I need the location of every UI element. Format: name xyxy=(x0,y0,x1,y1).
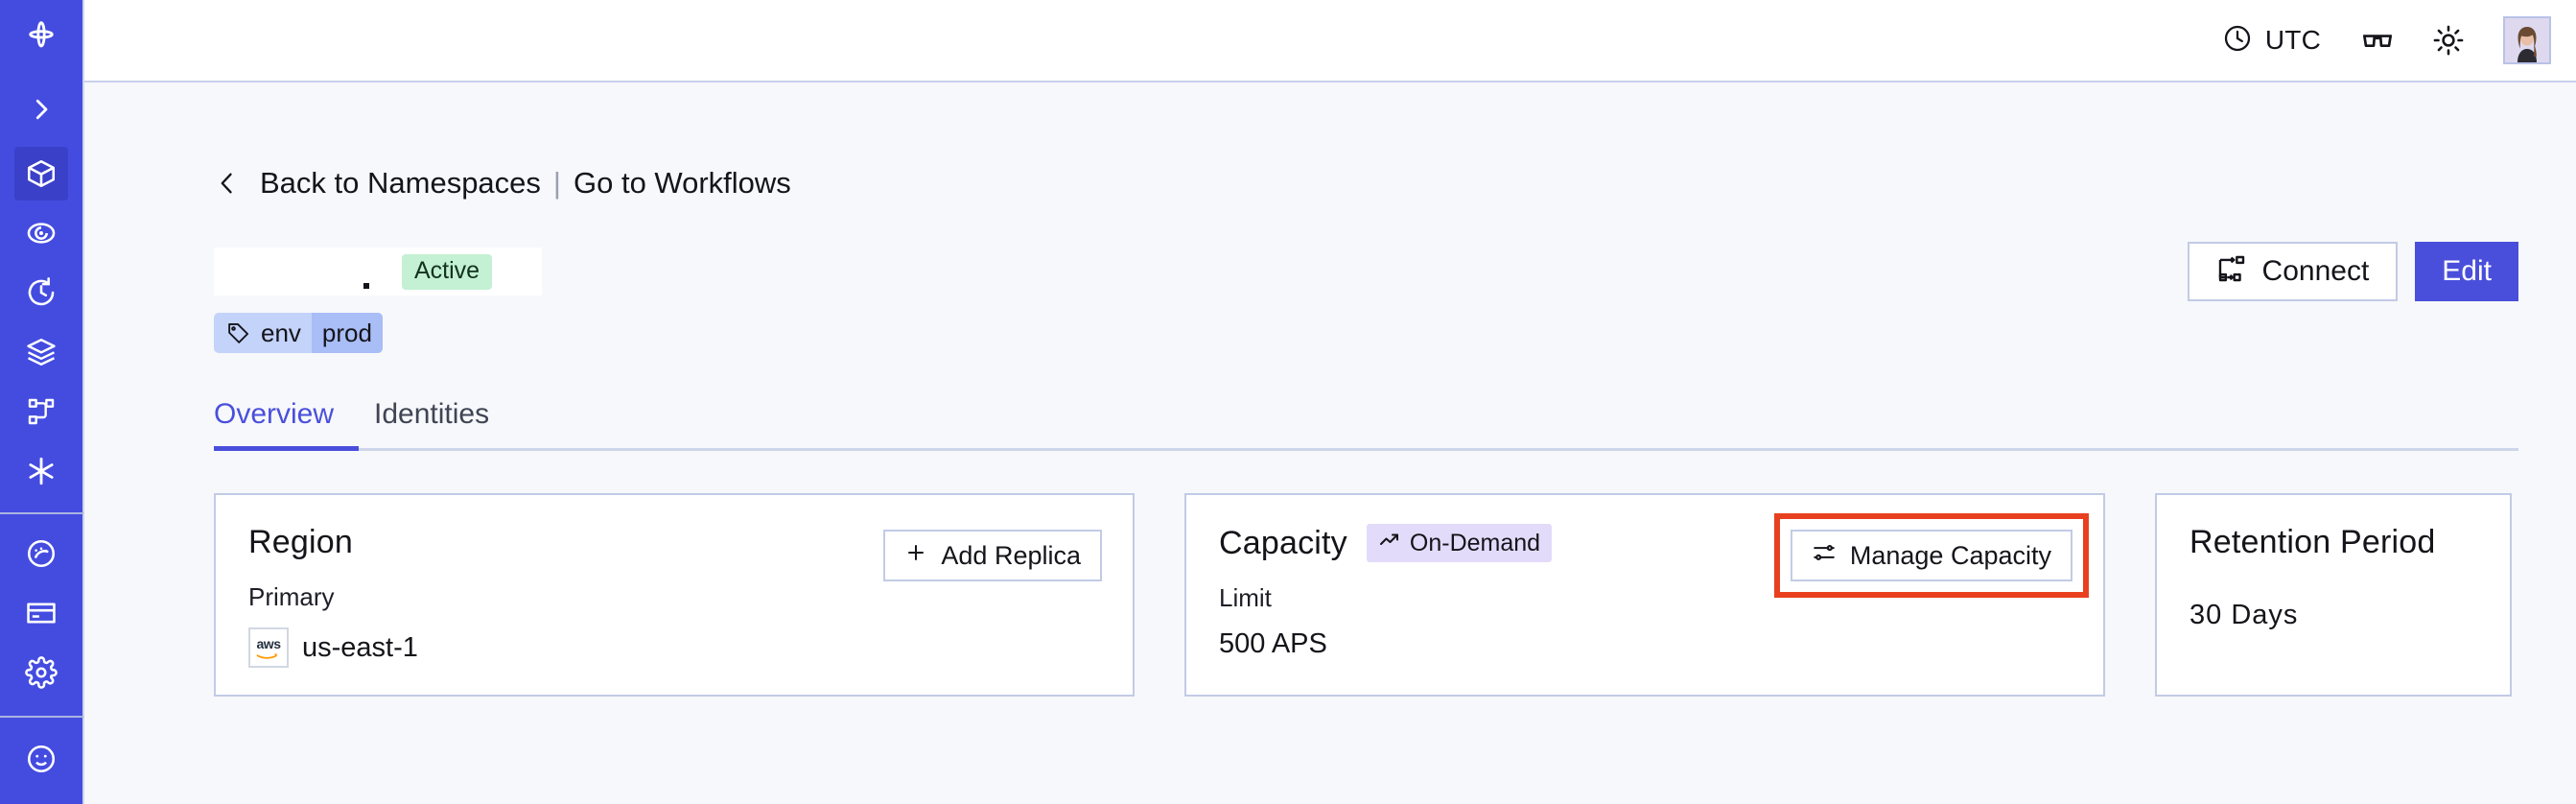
sidebar-item-namespaces[interactable] xyxy=(14,147,68,201)
region-card-title: Region xyxy=(248,524,353,560)
top-header-bar: UTC xyxy=(84,0,2576,83)
sidebar-item-usage[interactable] xyxy=(14,527,68,580)
namespace-tags: env prod xyxy=(214,313,2518,353)
tag-chip[interactable]: env prod xyxy=(214,313,383,353)
connect-icon xyxy=(2216,253,2247,290)
retention-value: 30 Days xyxy=(2190,600,2299,630)
breadcrumb-workflows-link[interactable]: Go to Workflows xyxy=(573,166,791,200)
sidebar-primary-group xyxy=(0,144,83,501)
region-primary-label: Primary xyxy=(248,582,335,611)
aws-icon-text: aws xyxy=(256,635,281,651)
add-replica-button[interactable]: Add Replica xyxy=(883,530,1102,581)
tab-bar: Overview Identities xyxy=(214,395,2518,451)
main-area: UTC xyxy=(84,0,2576,804)
capacity-mode-label: On-Demand xyxy=(1409,529,1541,556)
capacity-card-header: Capacity On-Demand xyxy=(1219,524,2071,562)
namespace-name-dot xyxy=(363,283,369,289)
sidebar-item-settings[interactable] xyxy=(14,646,68,699)
region-card: Region Add Replica Primary xyxy=(214,493,1135,697)
clock-icon xyxy=(2222,23,2253,59)
tab-identities[interactable]: Identities xyxy=(374,398,490,430)
add-replica-label: Add Replica xyxy=(941,540,1081,570)
capacity-card-title: Capacity xyxy=(1219,524,1347,561)
tab-overview[interactable]: Overview xyxy=(214,398,360,451)
sidebar-item-billing[interactable] xyxy=(14,586,68,640)
glasses-icon[interactable] xyxy=(2342,13,2413,67)
status-badge: Active xyxy=(402,253,493,290)
capacity-limit-label: Limit xyxy=(1219,583,1272,612)
tag-key: env xyxy=(261,318,301,347)
breadcrumb: Back to Namespaces | Go to Workflows xyxy=(214,161,2518,205)
capacity-card: Capacity On-Demand xyxy=(1184,493,2105,697)
namespace-name xyxy=(214,248,542,296)
plus-icon xyxy=(904,541,927,571)
sidebar-item-batch-operations[interactable] xyxy=(14,325,68,379)
user-avatar[interactable] xyxy=(2503,16,2551,64)
add-replica-action: Add Replica xyxy=(883,530,1102,581)
sliders-icon xyxy=(1812,540,1837,572)
region-value-row: aws us-east-1 xyxy=(248,627,1100,668)
region-value: us-east-1 xyxy=(302,631,418,663)
sidebar-item-schedules[interactable] xyxy=(14,266,68,319)
left-sidebar xyxy=(0,0,84,804)
breadcrumb-separator: | xyxy=(552,166,561,200)
connect-button[interactable]: Connect xyxy=(2187,242,2399,301)
sidebar-divider-2 xyxy=(0,716,83,718)
namespace-title-row: Active Co xyxy=(214,242,2518,301)
manage-capacity-highlight: Manage Capacity xyxy=(1773,513,2089,598)
sidebar-item-workflows[interactable] xyxy=(14,385,68,438)
page-content: Back to Namespaces | Go to Workflows Act… xyxy=(84,83,2576,804)
edit-label: Edit xyxy=(2442,255,2492,287)
manage-capacity-button[interactable]: Manage Capacity xyxy=(1790,530,2073,581)
namespace-actions: Connect Edit xyxy=(2187,242,2518,301)
tag-value: prod xyxy=(311,313,383,353)
manage-capacity-label: Manage Capacity xyxy=(1849,540,2051,570)
sun-icon[interactable] xyxy=(2413,13,2484,67)
sidebar-footer-group xyxy=(0,729,83,789)
sidebar-expand-button[interactable] xyxy=(0,75,83,144)
tag-icon xyxy=(226,321,250,345)
retention-card-header: Retention Period xyxy=(2190,524,2477,561)
timezone-selector[interactable]: UTC xyxy=(2201,23,2342,59)
retention-card-title: Retention Period xyxy=(2190,524,2436,560)
sidebar-secondary-group xyxy=(0,524,83,702)
overview-cards: Region Add Replica Primary xyxy=(214,493,2518,697)
sidebar-item-support[interactable] xyxy=(14,732,68,786)
breadcrumb-back-link[interactable]: Back to Namespaces xyxy=(260,166,541,200)
chevron-left-icon[interactable] xyxy=(214,167,241,200)
connect-label: Connect xyxy=(2261,255,2370,287)
retention-card: Retention Period 30 Days xyxy=(2155,493,2512,697)
edit-button[interactable]: Edit xyxy=(2415,242,2518,301)
trend-up-icon xyxy=(1378,529,1401,558)
sidebar-item-nexus[interactable] xyxy=(14,444,68,498)
header-actions: UTC xyxy=(2201,13,2551,67)
sidebar-item-observability[interactable] xyxy=(14,206,68,260)
sidebar-divider-1 xyxy=(0,512,83,514)
aws-icon: aws xyxy=(248,627,289,668)
capacity-limit-value: 500 APS xyxy=(1219,628,1327,659)
region-card-header: Region xyxy=(248,524,1100,561)
capacity-mode-badge: On-Demand xyxy=(1366,524,1553,562)
temporal-logo-icon[interactable] xyxy=(0,0,83,75)
timezone-label: UTC xyxy=(2264,25,2321,55)
